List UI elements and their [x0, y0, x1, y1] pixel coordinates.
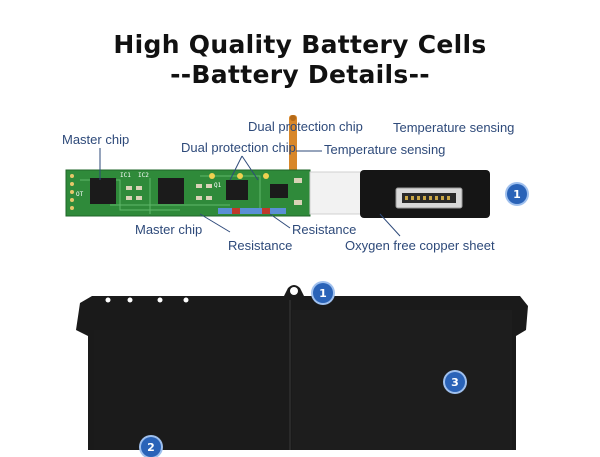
label-master-chip-bottom: Master chip	[135, 222, 203, 237]
page-title: High Quality Battery Cells	[113, 30, 487, 59]
page-subtitle: --Battery Details--	[170, 60, 430, 89]
battery-pack	[76, 285, 534, 450]
pcb-marking-ic1: IC1	[120, 172, 131, 179]
copper-sheet	[309, 171, 365, 215]
pcb-marking-ic2: IC2	[138, 172, 149, 179]
flex-cable	[289, 115, 297, 175]
label-resistance-left: Resistance	[228, 238, 293, 253]
battery-cell-left	[94, 330, 290, 450]
badge-pcb-connector: 1	[507, 184, 527, 204]
badge-battery-tab: 1	[313, 283, 333, 303]
master-chip-2	[158, 178, 184, 204]
dual-protection-chip	[226, 180, 248, 200]
pcb-board: IC1 IC2 Q1 OT	[65, 169, 311, 217]
badge-battery-cell-b: 2	[141, 437, 161, 457]
label-temperature-sensing-top: Temperature sensing	[393, 120, 515, 135]
label-oxygen-free-copper-sheet: Oxygen free copper sheet	[345, 238, 495, 253]
battery-connector	[360, 170, 490, 218]
label-dual-protection-chip-mid: Dual protection chip	[181, 140, 296, 155]
label-dual-protection-chip-top: Dual protection chip	[248, 119, 363, 134]
master-chip	[90, 178, 116, 204]
resistance-strip	[218, 208, 286, 214]
label-master-chip-top: Master chip	[62, 132, 130, 147]
pcb-marking-ot: OT	[76, 191, 84, 198]
battery-mounting-hole	[290, 287, 298, 295]
badge-battery-cell-a: 3	[445, 372, 465, 392]
pcb-marking-q1: Q1	[214, 182, 222, 189]
label-temperature-sensing-mid: Temperature sensing	[324, 142, 446, 157]
battery-cell-right	[292, 310, 512, 450]
label-resistance-right: Resistance	[292, 222, 357, 237]
